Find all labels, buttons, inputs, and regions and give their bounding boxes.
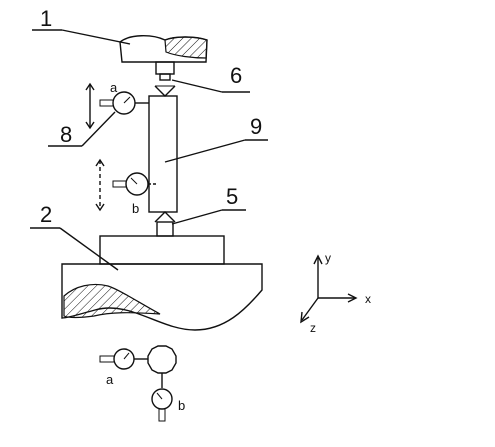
z-axis-arrow [300,311,310,324]
gauge-b-needle [130,177,138,185]
z-axis-line [301,297,319,321]
gauge-b-stem [112,180,127,188]
top-holder-tip-mount [159,73,171,81]
x-axis-label: x [365,292,371,306]
y-axis-label: y [325,251,331,265]
dial-gauge-b: b [95,158,157,216]
test-bar-top-view [147,345,177,374]
dial-gauge-a: a [85,80,149,130]
lower-center-cone [154,211,176,223]
gauge-b-label: b [132,201,139,216]
label-5: 5 [226,184,238,209]
label-1: 1 [40,6,52,31]
callout-2: 2 [30,202,119,271]
top-view-illustration: a b [99,345,185,422]
base-hatched-section [63,283,161,319]
leader-line-9 [164,139,246,163]
bottom-gauge-a-label: a [106,372,114,387]
coordinate-axes: y x z [300,251,371,335]
gauge-a-stem [99,99,114,107]
gauge-b-arrow-down [95,203,105,212]
y-axis-arrow [313,254,323,265]
callout-5: 5 [171,184,246,225]
x-axis-arrow [347,293,358,303]
gauge-a-arrow-down [85,121,95,130]
base-upper-block [99,235,225,265]
callout-8: 8 [48,111,116,147]
z-axis-label: z [310,321,316,335]
callout-6: 6 [171,63,250,93]
gauge-b-arrow-up [95,158,105,167]
label-9: 9 [250,114,262,139]
upper-center-cone [154,85,176,97]
bottom-gauge-b-needle [156,392,163,400]
callout-9: 9 [164,114,268,163]
label-8: 8 [60,122,72,147]
bottom-gauge-a-stem [99,355,115,363]
top-holder [119,35,208,81]
gauge-a-label: a [110,80,118,95]
test-bar [148,95,178,213]
gauge-a-needle [123,96,131,104]
bottom-gauge-a-needle [123,352,130,360]
lower-center-body [156,221,174,237]
base [61,235,263,331]
label-6: 6 [230,63,242,88]
top-holder-hatched-section [164,36,208,59]
callout-1: 1 [32,6,131,45]
top-holder-neck [155,61,175,75]
leader-line-5 [171,209,223,225]
bottom-gauge-b-stem [158,408,166,422]
bottom-gauge-b-label: b [178,398,185,413]
leader-line-8 [81,111,116,147]
leader-line-1 [61,29,131,45]
label-2: 2 [40,202,52,227]
leader-line-6 [171,79,223,93]
gauge-a-arrow-up [85,82,95,91]
leader-line-2 [59,227,119,271]
